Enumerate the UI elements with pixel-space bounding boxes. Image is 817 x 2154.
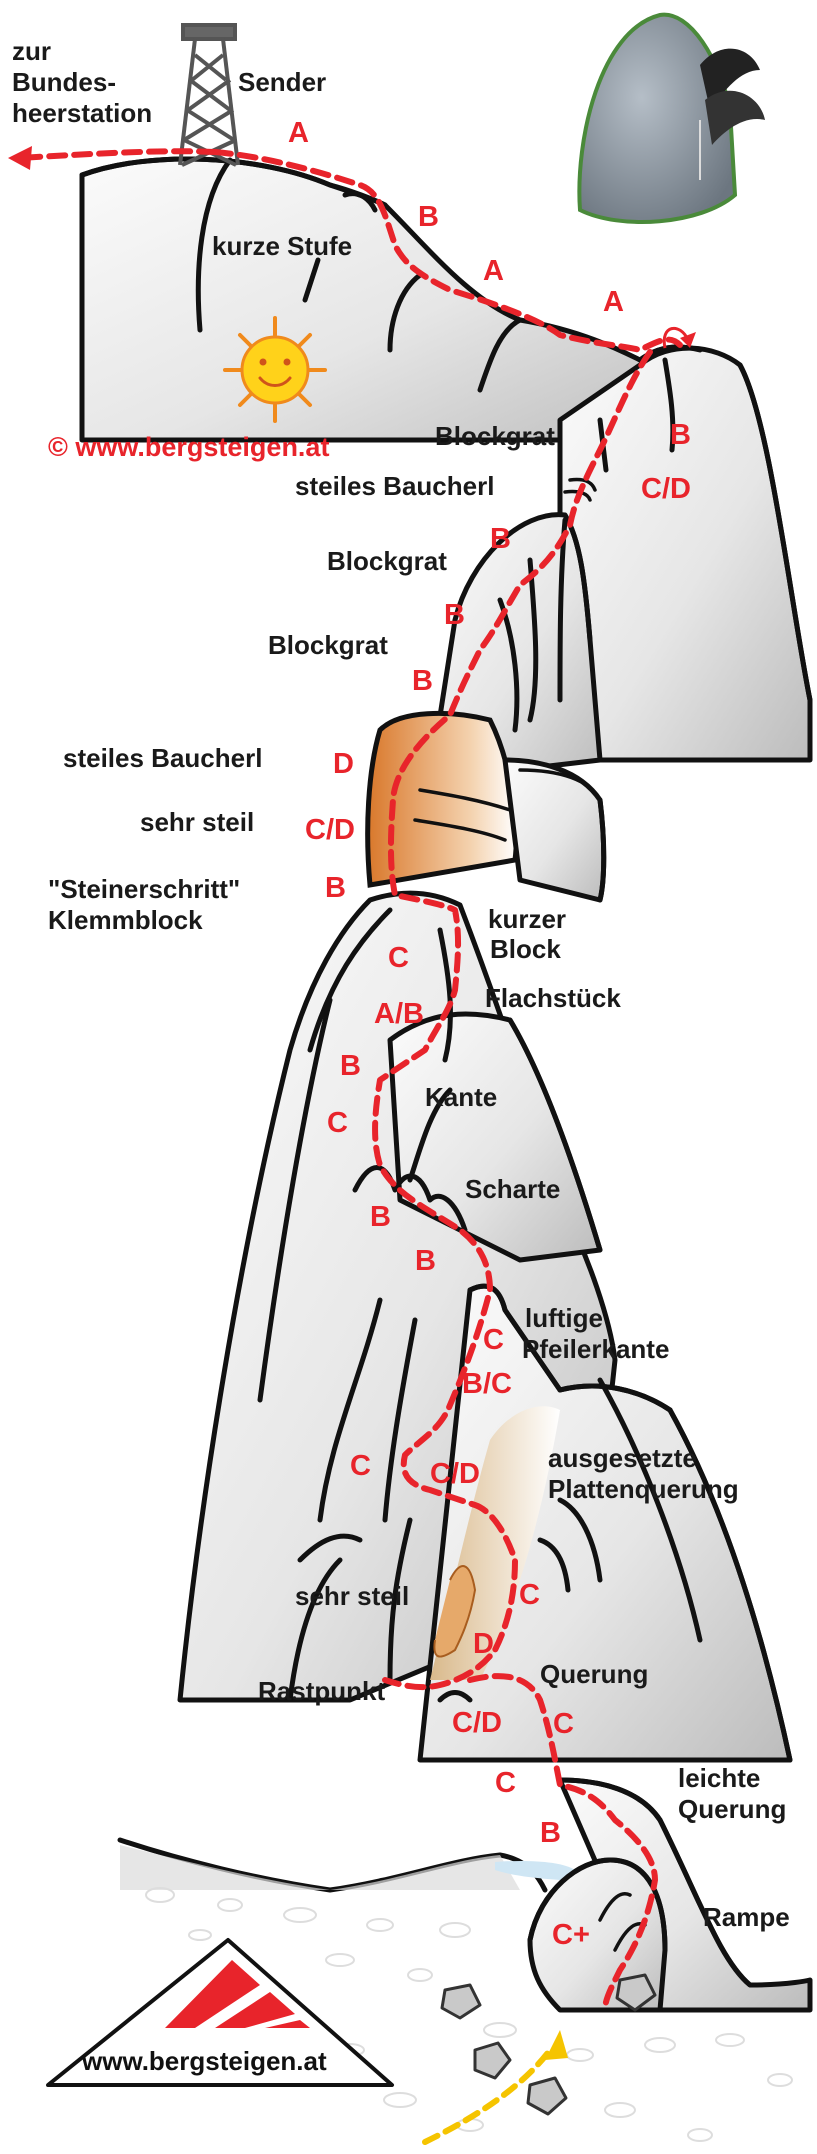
- label-blockgrat-1: Blockgrat: [435, 421, 555, 451]
- label-klemmblock: Klemmblock: [48, 905, 203, 935]
- label-steinerschritt: "Steinerschritt": [48, 874, 240, 904]
- grade-marker: B/C: [462, 1368, 512, 1400]
- right-buttress: [560, 348, 810, 760]
- label-blockgrat-2: Blockgrat: [327, 546, 447, 576]
- copyright-text: © www.bergsteigen.at: [48, 432, 329, 462]
- label-scharte: Scharte: [465, 1174, 560, 1204]
- grade-marker: C/D: [452, 1707, 502, 1739]
- grade-marker: B: [670, 419, 691, 451]
- label-zur: zur: [12, 36, 51, 66]
- label-querung: Querung: [540, 1659, 648, 1689]
- grade-marker: B: [412, 665, 433, 697]
- label-steiles-baucherl-2: steiles Baucherl: [63, 743, 262, 773]
- grade-marker: C/D: [641, 473, 691, 505]
- bulge-right-face: [505, 760, 604, 900]
- grade-marker: C: [483, 1324, 504, 1356]
- label-leichte: leichte: [678, 1763, 760, 1793]
- label-bundes: Bundes-: [12, 67, 116, 97]
- alpine-hat-icon: [579, 15, 765, 222]
- label-flachstueck: Flachstück: [485, 983, 621, 1013]
- label-heerstation: heerstation: [12, 98, 152, 128]
- grade-marker: A: [603, 286, 624, 318]
- grade-marker: B: [490, 523, 511, 555]
- label-blockgrat-3: Blockgrat: [268, 630, 388, 660]
- label-plattenquerung: Plattenquerung: [548, 1474, 739, 1504]
- grade-marker: B: [418, 201, 439, 233]
- grade-marker: B: [340, 1050, 361, 1082]
- label-sehr-steil-2: sehr steil: [295, 1581, 409, 1611]
- approach-arrow-icon: [545, 2030, 568, 2060]
- label-kurzer: kurzer: [488, 904, 566, 934]
- grade-marker: B: [325, 872, 346, 904]
- grade-marker: A: [483, 255, 504, 287]
- grade-marker: C: [519, 1579, 540, 1611]
- grade-marker: B: [444, 599, 465, 631]
- label-rastpunkt: Rastpunkt: [258, 1676, 385, 1706]
- grade-marker: B: [415, 1245, 436, 1277]
- grade-marker: C: [327, 1107, 348, 1139]
- label-kurze-stufe: kurze Stufe: [212, 231, 352, 261]
- grade-marker: A/B: [374, 998, 424, 1030]
- grade-marker: B: [370, 1201, 391, 1233]
- base-ledge-shadow: [120, 1845, 520, 1890]
- grade-marker: C: [388, 942, 409, 974]
- label-luftige: luftige: [525, 1303, 603, 1333]
- transmitter-tower-icon: [180, 25, 238, 165]
- label-kante: Kante: [425, 1082, 497, 1112]
- route-arrow-head-icon: [8, 146, 32, 170]
- label-rampe: Rampe: [703, 1902, 790, 1932]
- label-sender: Sender: [238, 67, 326, 97]
- label-steiles-baucherl-1: steiles Baucherl: [295, 471, 494, 501]
- grade-marker: C/D: [305, 814, 355, 846]
- logo-text: www.bergsteigen.at: [81, 2046, 327, 2076]
- sun-icon: [225, 318, 325, 421]
- grade-marker: C: [495, 1767, 516, 1799]
- label-pfeilerkante: Pfeilerkante: [522, 1334, 669, 1364]
- grade-marker: D: [473, 1628, 494, 1660]
- grade-marker: D: [333, 748, 354, 780]
- label-sehr-steil-1: sehr steil: [140, 807, 254, 837]
- label-querung-2: Querung: [678, 1794, 786, 1824]
- grade-marker: C: [350, 1450, 371, 1482]
- grade-marker: C/D: [430, 1458, 480, 1490]
- bergsteigen-logo: www.bergsteigen.at: [48, 1940, 392, 2085]
- grade-marker: B: [540, 1817, 561, 1849]
- label-ausgesetzte: ausgesetzte: [548, 1443, 697, 1473]
- label-block: Block: [490, 934, 561, 964]
- grade-marker: C+: [552, 1919, 590, 1951]
- grade-marker: C: [553, 1708, 574, 1740]
- grade-marker: A: [288, 117, 309, 149]
